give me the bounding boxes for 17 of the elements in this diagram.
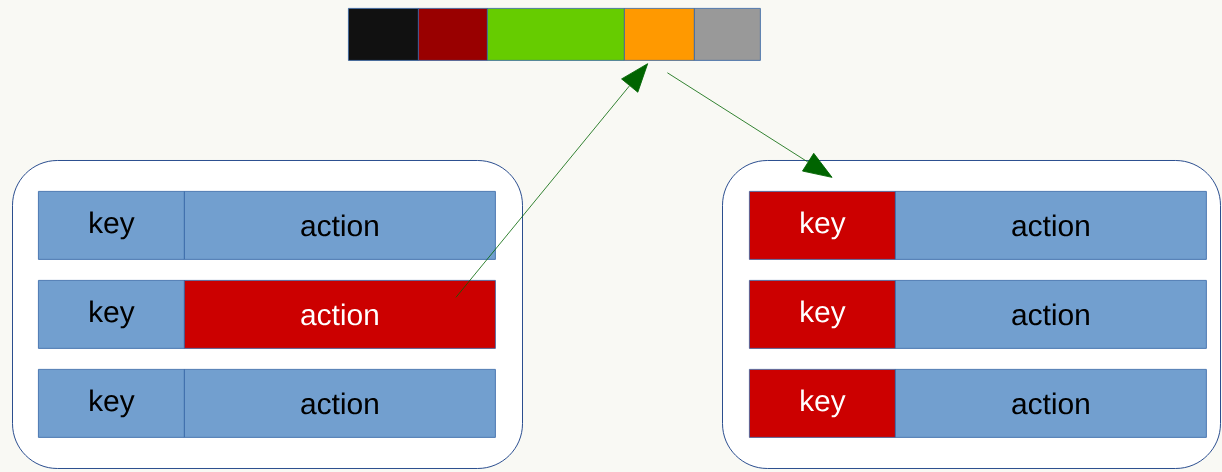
key-cell: key — [38, 280, 185, 349]
color-swatch — [348, 8, 419, 61]
key-cell: key — [38, 191, 185, 260]
color-swatch — [694, 8, 761, 61]
arrow — [667, 72, 833, 178]
color-swatch — [418, 8, 488, 61]
action-cell: action — [895, 191, 1207, 260]
color-swatch — [487, 8, 625, 61]
key-cell: key — [749, 191, 896, 260]
color-swatch — [624, 8, 695, 61]
action-cell: action — [184, 280, 496, 349]
key-cell: key — [749, 369, 896, 438]
key-cell: key — [38, 369, 185, 438]
action-cell: action — [895, 369, 1207, 438]
arrow — [455, 63, 649, 298]
action-cell: action — [895, 280, 1207, 349]
key-cell: key — [749, 280, 896, 349]
